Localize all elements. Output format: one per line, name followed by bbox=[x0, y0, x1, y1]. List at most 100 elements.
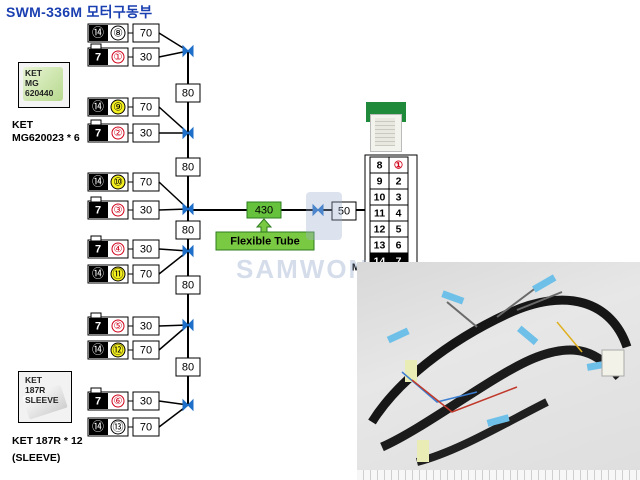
branch-3-bottom-num-circle bbox=[110, 266, 126, 282]
trunk-segment-box bbox=[175, 275, 201, 295]
branch-4-splice-icon bbox=[182, 318, 194, 332]
samwon-watermark: SAMWON bbox=[236, 192, 370, 292]
branch-5-top-housing bbox=[89, 393, 108, 409]
branch-2-bottom-num-label: ③ bbox=[114, 205, 123, 216]
branch-3-top-latch bbox=[90, 235, 102, 242]
branch-3-splice-icon bbox=[182, 244, 194, 258]
molex-pin-label: 6 bbox=[396, 239, 402, 251]
branch-5-top-length: 30 bbox=[140, 395, 152, 407]
molex-pin-label: 7 bbox=[396, 255, 402, 267]
molex-pin-label: 11 bbox=[374, 207, 385, 219]
ket-187r-caption: (SLEEVE) bbox=[12, 452, 61, 464]
trunk-segment-length: 80 bbox=[182, 87, 194, 99]
molex-pin-label: 8 bbox=[377, 159, 383, 171]
molex-pin-label: 10 bbox=[374, 191, 386, 203]
branch-0-bottom-pin-label: 7 bbox=[95, 51, 101, 63]
ket-187r-box-line: SLEEVE bbox=[25, 395, 59, 405]
branch-1-bottom-pin-label: 7 bbox=[95, 127, 101, 139]
branch-2-splice-icon bbox=[182, 202, 194, 216]
branch-2-top-terminal bbox=[89, 174, 108, 190]
molex-pin-label: 13 bbox=[374, 239, 386, 251]
main-length-box bbox=[246, 201, 282, 219]
trunk-segment-length: 80 bbox=[182, 161, 194, 173]
branch-4-bottom-terminal bbox=[89, 342, 108, 358]
molex-pin-label: 9 bbox=[377, 175, 383, 187]
branch-4-bottom-pin-label: ⑭ bbox=[92, 343, 104, 357]
trunk-segment-box bbox=[175, 357, 201, 377]
ket-187r-caption: KET 187R * 12 bbox=[12, 435, 83, 447]
branch-5-bottom-terminal bbox=[89, 419, 108, 435]
branch-0-bottom-housing bbox=[89, 49, 108, 65]
branch-3-top-num-circle bbox=[111, 242, 125, 256]
branch-3-bottom-length: 70 bbox=[140, 268, 152, 280]
branch-2-bottom-pin-label: 7 bbox=[95, 204, 101, 216]
branch-1-bottom-num-circle bbox=[111, 126, 125, 140]
ket-187r-box-line: 187R bbox=[25, 385, 46, 395]
branch-2-top-num-circle bbox=[110, 174, 126, 190]
branch-2-top-length: 70 bbox=[140, 176, 152, 188]
end-length: 50 bbox=[338, 205, 350, 217]
molex-pin-label: 4 bbox=[396, 207, 402, 219]
branch-1-bottom-length: 30 bbox=[140, 127, 152, 139]
ket-187r-legend: KET 187R SLEEVE bbox=[18, 371, 72, 423]
branch-0-bottom-num-label: ① bbox=[114, 52, 123, 63]
watermark-text: SAMWON bbox=[236, 254, 370, 284]
branch-5-top-latch bbox=[90, 387, 102, 394]
harness-photo bbox=[357, 262, 640, 480]
branch-0-bottom-num-circle bbox=[111, 50, 125, 64]
molex-pin-label: 12 bbox=[374, 223, 386, 235]
branch-1-top-terminal bbox=[89, 99, 108, 115]
ket-mg-box-line: 620440 bbox=[25, 88, 54, 98]
end-length-box bbox=[331, 201, 357, 221]
branch-0-bottom-length: 30 bbox=[140, 51, 152, 63]
branch-3-bottom-terminal bbox=[89, 266, 108, 282]
molex-pin-label: ① bbox=[394, 159, 404, 171]
ket-mg-box-line: KET bbox=[25, 68, 42, 78]
branch-3-top-length: 30 bbox=[140, 243, 152, 255]
branch-4-top-num-circle bbox=[111, 319, 125, 333]
branch-3-top-housing bbox=[89, 241, 108, 257]
branch-2-bottom-latch bbox=[90, 196, 102, 203]
branch-4-top-housing bbox=[89, 318, 108, 334]
trunk-segment-length: 80 bbox=[182, 361, 194, 373]
branch-5-bottom-num-label: ⑬ bbox=[113, 420, 124, 433]
molex-pin-label: 2 bbox=[396, 175, 402, 187]
branch-0-top-num-circle bbox=[110, 25, 126, 41]
branch-2-top-pin-label: ⑭ bbox=[92, 175, 104, 189]
molex-connector-photo bbox=[366, 102, 406, 152]
trunk-segment-length: 80 bbox=[182, 224, 194, 236]
branch-2-top-num-label: ⑩ bbox=[113, 176, 123, 188]
branch-3-bottom-pin-label: ⑭ bbox=[92, 267, 104, 281]
branch-1-top-length: 70 bbox=[140, 101, 152, 113]
molex-pin-label: 5 bbox=[396, 223, 402, 235]
branch-1-top-num-label: ⑨ bbox=[113, 101, 123, 113]
branch-4-bottom-length: 70 bbox=[140, 344, 152, 356]
ket-mg-box-line: MG bbox=[25, 78, 39, 88]
branch-3-top-num-label: ④ bbox=[114, 244, 123, 255]
branch-5-top-num-circle bbox=[111, 394, 125, 408]
branch-0-top-terminal bbox=[89, 25, 108, 41]
trunk-segment-box bbox=[175, 220, 201, 240]
main-length: 430 bbox=[255, 204, 273, 216]
ket-mg-caption: KET bbox=[12, 119, 33, 131]
molex-pin-label: 3 bbox=[396, 191, 402, 203]
branch-0-splice-icon bbox=[182, 44, 194, 58]
branch-4-top-pin-label: 7 bbox=[95, 320, 101, 332]
branch-0-bottom-latch bbox=[90, 43, 102, 50]
branch-1-splice-icon bbox=[182, 126, 194, 140]
branch-1-bottom-latch bbox=[90, 119, 102, 126]
branch-4-top-num-label: ⑤ bbox=[114, 321, 123, 332]
ket-mg-legend: KET MG 620440 bbox=[18, 62, 70, 108]
branch-0-top-pin-label: ⑭ bbox=[92, 26, 104, 40]
branch-5-top-pin-label: 7 bbox=[95, 395, 101, 407]
branch-3-top-pin-label: 7 bbox=[95, 243, 101, 255]
branch-0-top-num-label: ⑧ bbox=[113, 27, 123, 39]
trunk-segment-box bbox=[175, 83, 201, 103]
branch-1-top-pin-label: ⑭ bbox=[92, 100, 104, 114]
ket-mg-connector-picture bbox=[23, 67, 63, 101]
branch-1-bottom-num-label: ② bbox=[114, 128, 123, 139]
branch-4-bottom-num-label: ⑫ bbox=[113, 343, 124, 356]
branch-5-bottom-num-circle bbox=[110, 419, 126, 435]
flexible-tube-label: Flexible Tube bbox=[230, 235, 299, 247]
